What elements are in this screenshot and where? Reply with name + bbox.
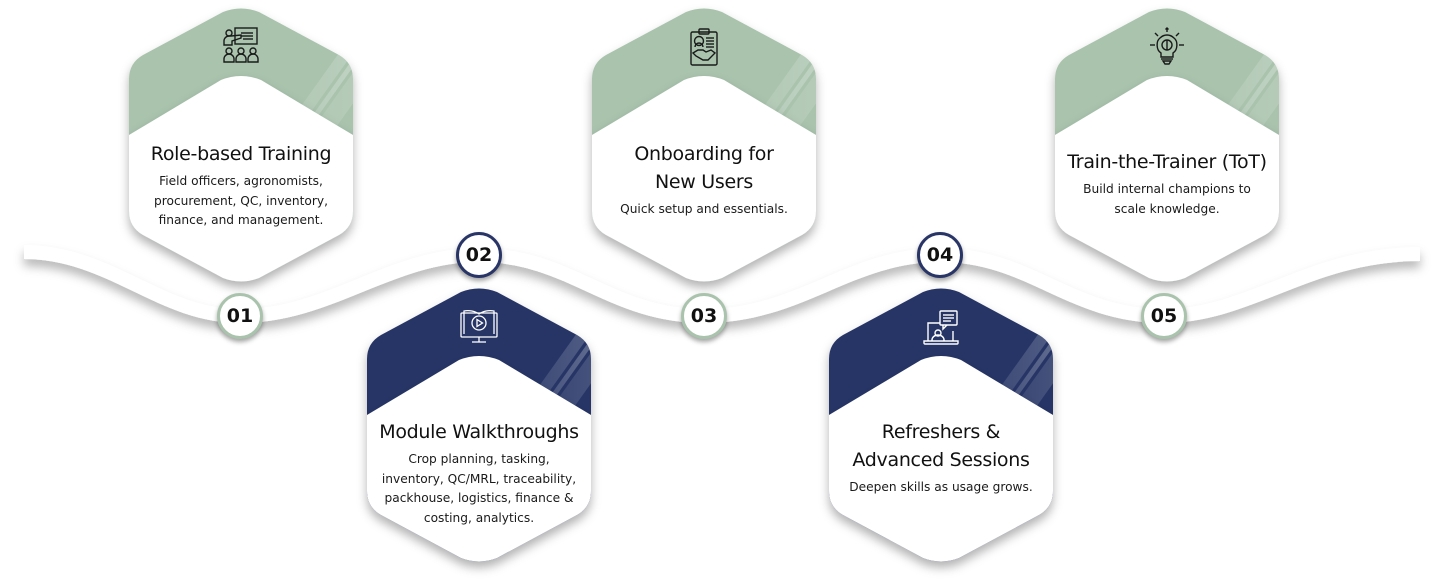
step-title: Refreshers &Advanced Sessions [852,421,1030,471]
step-number-badge-2: 02 [456,232,502,278]
online-session-icon [921,307,961,347]
step-card-1: Role-based Training Field officers, agro… [129,8,353,282]
hexagon-shape [829,288,1053,562]
step-description: Build internal champions to scale knowle… [1083,182,1251,216]
step-number-badge-4: 04 [917,232,963,278]
step-number-badge-1: 01 [217,293,263,339]
step-card-4: Refreshers &Advanced Sessions Deepen ski… [829,288,1053,562]
classroom-trainer-icon [221,25,261,65]
hexagon-shape [1055,8,1279,282]
step-title: Role-based Training [150,143,332,165]
step-title: Train-the-Trainer (ToT) [1067,151,1267,173]
step-description: Deepen skills as usage grows. [849,480,1033,494]
step-title: Module Walkthroughs [379,421,579,443]
step-number-badge-3: 03 [681,293,727,339]
step-number-badge-5: 05 [1141,293,1187,339]
idea-bulb-brain-icon [1147,27,1187,67]
step-description: Crop planning, tasking, inventory, QC/MR… [381,452,577,525]
video-book-monitor-icon [459,307,499,347]
step-card-5: Train-the-Trainer (ToT) Build internal c… [1055,8,1279,282]
hexagon-shape [592,8,816,282]
step-card-2: Module Walkthroughs Crop planning, taski… [367,288,591,562]
step-description: Quick setup and essentials. [620,202,788,216]
hexagon-shape [129,8,353,282]
clipboard-handshake-icon [684,27,724,67]
hexagon-shape [367,288,591,562]
step-description: Field officers, agronomists, procurement… [154,174,328,227]
